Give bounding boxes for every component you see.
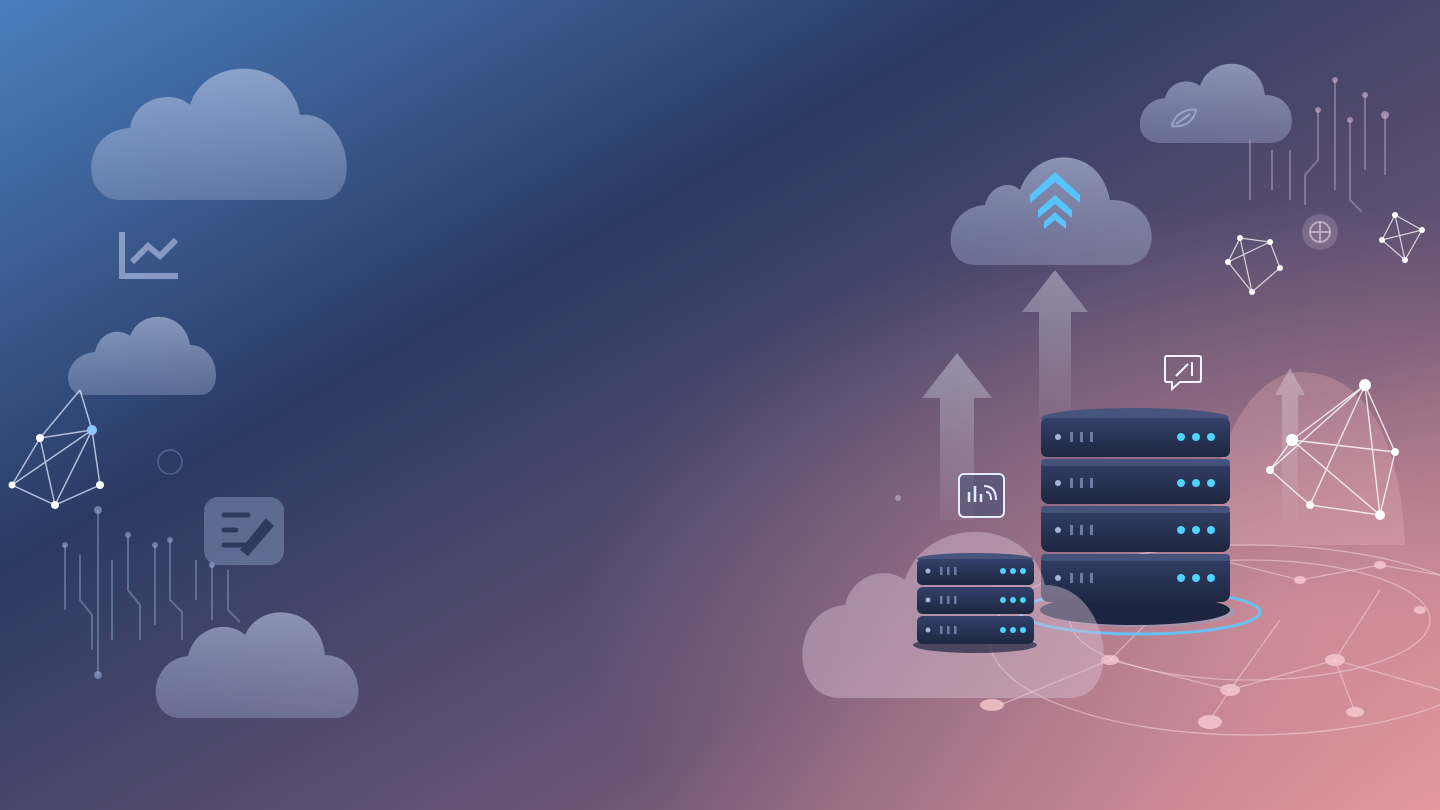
server-unit: [917, 616, 1034, 644]
upload-arrow-large: [1022, 270, 1088, 420]
network-nodes-right: [1266, 379, 1399, 520]
edit-card-icon: [204, 497, 284, 565]
cloud-upload: [950, 157, 1152, 265]
circuit-lines-left: [64, 510, 241, 675]
server-stack-small: [913, 553, 1037, 653]
floor-network-nodes: [980, 561, 1426, 729]
cloud-top-left: [91, 68, 347, 200]
network-nodes-top-right: [1225, 212, 1425, 295]
circuit-lines-right: [1249, 80, 1386, 213]
ring-marker-left: [157, 449, 183, 475]
accent-dot: [895, 495, 901, 501]
leaf-icon: [1170, 108, 1198, 128]
globe-icon: [1302, 214, 1338, 250]
cloud-mid-left: [68, 316, 217, 395]
glass-dome: [1210, 372, 1405, 545]
server-unit: [1041, 506, 1230, 552]
upload-chevrons-icon: [1030, 172, 1080, 229]
chart-growth-icon: [119, 232, 179, 279]
server-unit: [1041, 554, 1230, 602]
server-unit: [1041, 459, 1230, 504]
signal-card-icon: [958, 473, 1005, 518]
chat-edit-icon: [1164, 355, 1202, 392]
circuit-dots-left: [62, 506, 215, 679]
server-unit-top: [917, 553, 1034, 585]
circuit-dots-right: [1315, 77, 1389, 123]
server-unit: [917, 587, 1034, 614]
network-nodes-left: [8, 425, 104, 509]
upload-arrow-small: [922, 353, 992, 520]
server-unit-top: [1041, 408, 1230, 457]
cloud-bottom-left: [155, 612, 359, 718]
network-mesh-top-right-a: [1227, 237, 1281, 293]
server-stack-large: [1040, 408, 1230, 625]
